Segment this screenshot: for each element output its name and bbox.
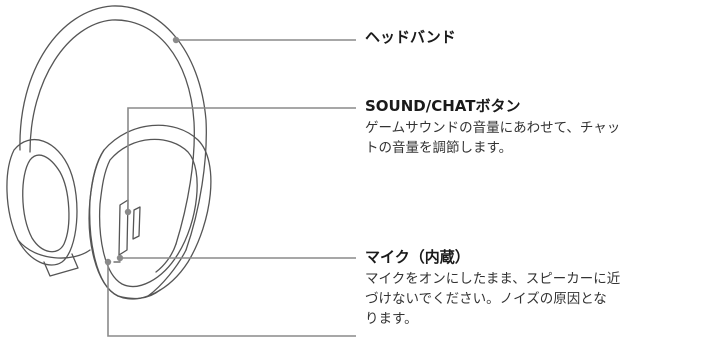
right-cushion-edge bbox=[117, 289, 161, 300]
leader-mic-lower-dot bbox=[104, 258, 112, 266]
callout-sound-chat: SOUND/CHATボタン ゲームサウンドの音量にあわせて、チャッ トの音量を調… bbox=[365, 97, 717, 158]
mic-title: マイク（内蔵） bbox=[365, 248, 470, 266]
sound-chat-desc-line2: トの音量を調節します。 bbox=[365, 140, 513, 156]
mic-desc-line1: マイクをオンにしたまま、スピーカーに近 bbox=[365, 271, 621, 287]
callout-mic: マイク（内蔵） マイクをオンにしたまま、スピーカーに近 づけないでください。ノイ… bbox=[365, 248, 717, 329]
right-arm bbox=[147, 249, 187, 297]
leader-sound-chat-dot bbox=[124, 208, 132, 216]
left-strap bbox=[43, 253, 79, 277]
sound-chat-button bbox=[118, 199, 129, 256]
left-earcup bbox=[6, 139, 78, 266]
mic-desc-line2: づけないでください。ノイズの原因とな bbox=[365, 291, 607, 307]
leader-mic-dot bbox=[116, 254, 124, 262]
side-button-2 bbox=[132, 206, 141, 240]
mic-desc-line3: ります。 bbox=[365, 311, 418, 327]
leader-lines bbox=[104, 36, 356, 337]
leader-headband-dot bbox=[172, 36, 180, 44]
right-earcup-face bbox=[98, 138, 198, 288]
headset-illustration bbox=[6, 5, 212, 300]
headband-inner bbox=[29, 19, 195, 245]
left-earcup-inner bbox=[22, 154, 70, 253]
sound-chat-desc-line1: ゲームサウンドの音量にあわせて、チャッ bbox=[365, 120, 621, 136]
callout-headband: ヘッドバンド bbox=[365, 28, 717, 47]
headband bbox=[19, 5, 207, 251]
leader-mic-lower bbox=[107, 262, 356, 337]
left-cushion-edge bbox=[17, 239, 91, 259]
mic-description: マイクをオンにしたまま、スピーカーに近 づけないでください。ノイズの原因とな り… bbox=[365, 269, 717, 329]
sound-chat-description: ゲームサウンドの音量にあわせて、チャッ トの音量を調節します。 bbox=[365, 118, 717, 158]
sound-chat-title: SOUND/CHATボタン bbox=[365, 97, 521, 115]
leader-sound-chat bbox=[127, 107, 356, 212]
right-earcup-side bbox=[89, 149, 119, 297]
headband-title: ヘッドバンド bbox=[365, 28, 456, 46]
right-arm-inner bbox=[155, 243, 177, 273]
